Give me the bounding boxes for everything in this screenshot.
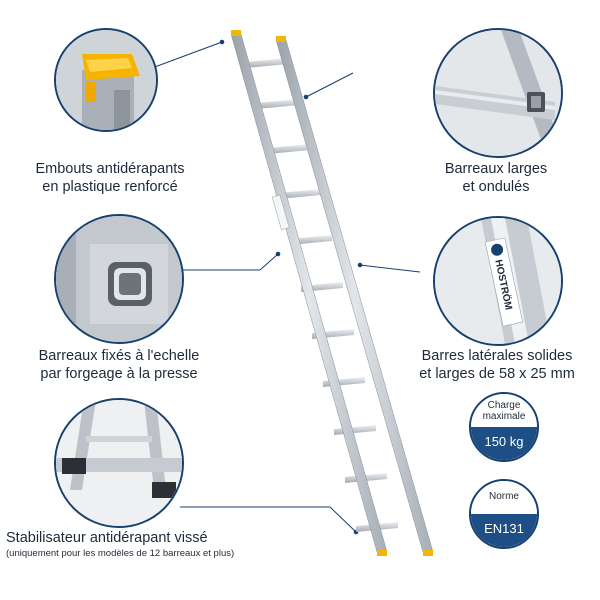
detail-rails-image: HOSTRÖM [433, 216, 563, 346]
caption-stabilizer-note: (uniquement pour les modèles de 12 barre… [6, 548, 235, 559]
detail-end-caps-image [54, 28, 158, 132]
caption-forging-line2: par forgeage à la presse [40, 366, 198, 382]
detail-forging-image [54, 214, 184, 344]
caption-rungs-line1: Barreaux larges [444, 161, 548, 177]
ladder-label-sticker [271, 194, 290, 231]
end-cap-icon [56, 30, 156, 130]
caption-rails-line2: et larges de 58 x 25 mm [419, 366, 575, 382]
badge-standard: Norme EN131 [469, 479, 539, 549]
ladder-end-caps [231, 30, 433, 556]
forged-rung-icon [56, 216, 182, 342]
caption-end-caps-line1: Embouts antidérapants [35, 161, 185, 177]
caption-end-caps-line2: en plastique renforcé [42, 179, 178, 195]
caption-stabilizer: Stabilisateur antidérapant vissé (unique… [6, 529, 276, 561]
badge-standard-value: EN131 [471, 514, 537, 547]
badge-max-load: Charge maximale 150 kg [469, 392, 539, 462]
rung-icon [435, 30, 561, 156]
caption-rails-line1: Barres latérales solides [421, 348, 573, 364]
caption-end-caps: Embouts antidérapants en plastique renfo… [20, 160, 200, 196]
ladder-left-rail [230, 33, 388, 553]
stabilizer-icon [56, 400, 182, 526]
badge-max-load-label: Charge maximale [471, 394, 537, 427]
caption-rungs-line2: et ondulés [462, 179, 530, 195]
badge-standard-label: Norme [471, 481, 537, 514]
ladder-right-rail [275, 39, 434, 553]
caption-forging-line1: Barreaux fixés à l'echelle [38, 348, 200, 364]
badge-max-load-value: 150 kg [471, 427, 537, 460]
badge-max-load-label-line1: Charge [487, 400, 521, 411]
caption-forging: Barreaux fixés à l'echelle par forgeage … [16, 347, 222, 383]
caption-rails: Barres latérales solides et larges de 58… [404, 347, 590, 383]
rail-icon: HOSTRÖM [435, 218, 561, 344]
detail-rungs-image [433, 28, 563, 158]
detail-stabilizer-image [54, 398, 184, 528]
ladder-rungs [246, 58, 398, 532]
caption-stabilizer-line1: Stabilisateur antidérapant vissé [6, 530, 208, 546]
caption-rungs: Barreaux larges et ondulés [406, 160, 586, 196]
badge-max-load-label-line2: maximale [482, 411, 526, 422]
